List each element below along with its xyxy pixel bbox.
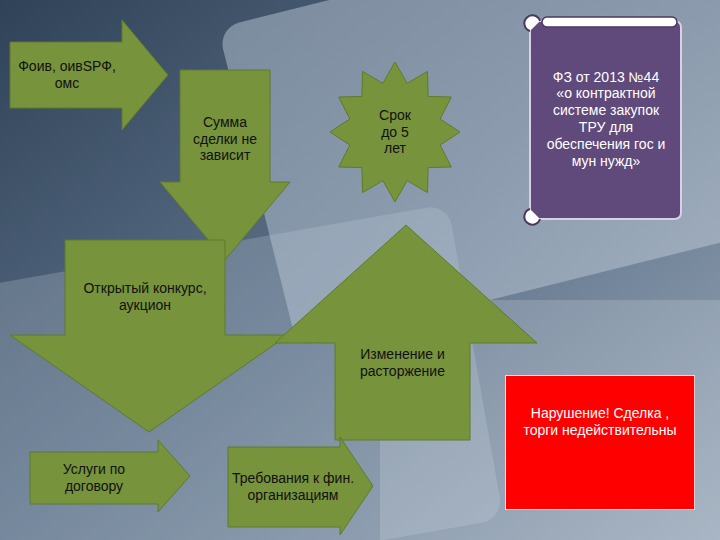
node-label: Услуги по договору bbox=[32, 461, 156, 495]
right-arrow: Фоив, оивSРФ, омс bbox=[10, 20, 168, 130]
warning-box: Нарушение! Сделка , торги недействительн… bbox=[505, 375, 695, 510]
node-label: Фоив, оивSРФ, омс bbox=[14, 58, 120, 92]
down-arrow-outline bbox=[10, 240, 288, 432]
warning-box-outline bbox=[505, 375, 695, 510]
node-label: Изменение и расторжение bbox=[337, 346, 468, 380]
right-arrow: Требования к фин. организациям bbox=[228, 437, 373, 535]
down-arrow: Сумма сделки не зависит bbox=[160, 70, 290, 260]
down-arrow-outline bbox=[160, 70, 290, 260]
up-arrow: Изменение и расторжение bbox=[275, 225, 537, 440]
node-label: Сумма сделки не зависит bbox=[182, 114, 268, 164]
starburst: Срок до 5 лет bbox=[330, 62, 460, 202]
node-label: ФЗ от 2013 №44 «о контрактной системе за… bbox=[544, 69, 668, 170]
node-label: Требования к фин. организациям bbox=[228, 470, 358, 504]
up-arrow-outline bbox=[275, 225, 537, 440]
node-label: Открытый конкурс, аукцион bbox=[68, 280, 222, 314]
right-arrow-outline bbox=[10, 20, 168, 130]
down-arrow: Открытый конкурс, аукцион bbox=[10, 240, 288, 432]
scroll-banner: ФЗ от 2013 №44 «о контрактной системе за… bbox=[520, 15, 685, 227]
node-label: Нарушение! Сделка , торги недействительн… bbox=[513, 405, 687, 439]
node-label: Срок до 5 лет bbox=[370, 107, 420, 157]
right-arrow: Услуги по договору bbox=[30, 440, 190, 512]
